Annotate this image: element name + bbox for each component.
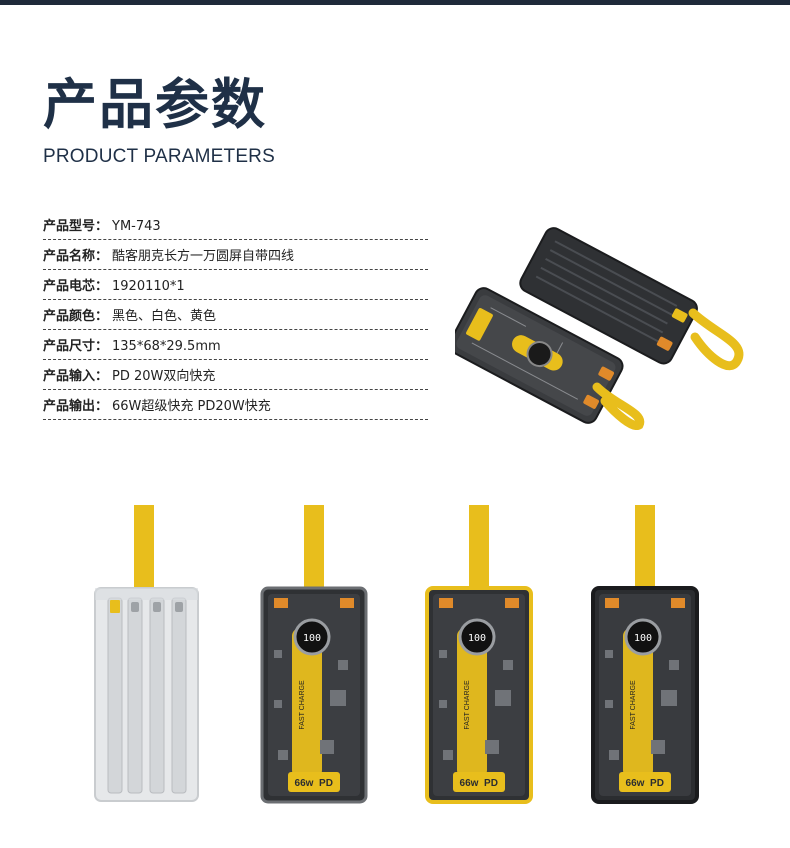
param-label: 产品名称： bbox=[43, 249, 109, 264]
page-title: 产品参数 bbox=[43, 73, 267, 136]
lanyard-back bbox=[688, 308, 744, 371]
badge-pd: PD bbox=[319, 778, 333, 789]
power-bank-front bbox=[455, 287, 624, 424]
variant-transparent: 100 FAST CHARGE 66w PD bbox=[260, 505, 368, 804]
badge-pd: PD bbox=[650, 778, 664, 789]
param-row-output: 产品输出： 66W超级快充 PD20W快充 bbox=[43, 390, 428, 420]
param-value: PD 20W双向快充 bbox=[112, 369, 216, 384]
variant-black: 100 FAST CHARGE 66w PD bbox=[591, 505, 699, 804]
param-label: 产品电芯： bbox=[43, 279, 109, 294]
color-variants: 100 FAST CHARGE 66w PD 100 FAST CHARGE 6… bbox=[0, 500, 790, 830]
param-value: 135*68*29.5mm bbox=[112, 339, 221, 354]
badge-pd: PD bbox=[484, 778, 498, 789]
param-label: 产品输出： bbox=[43, 399, 109, 414]
display-text: 100 bbox=[468, 633, 486, 644]
hero-product-image bbox=[455, 227, 744, 430]
param-row-model: 产品型号： YM-743 bbox=[43, 210, 428, 240]
param-label: 产品型号： bbox=[43, 219, 109, 234]
param-label: 产品尺寸： bbox=[43, 339, 109, 354]
param-row-cell: 产品电芯： 1920110*1 bbox=[43, 270, 428, 300]
variant-yellow: 100 FAST CHARGE 66w PD bbox=[425, 505, 533, 804]
lanyard-front bbox=[592, 382, 645, 430]
fast-charge-text: FAST CHARGE bbox=[464, 680, 471, 730]
lanyard bbox=[304, 505, 324, 597]
badge-66w: 66w bbox=[460, 778, 479, 789]
param-row-name: 产品名称： 酷客朋克长方一万圆屏自带四线 bbox=[43, 240, 428, 270]
param-value: YM-743 bbox=[112, 219, 161, 234]
badge-66w: 66w bbox=[626, 778, 645, 789]
fast-charge-text: FAST CHARGE bbox=[299, 680, 306, 730]
param-row-size: 产品尺寸： 135*68*29.5mm bbox=[43, 330, 428, 360]
parameter-list: 产品型号： YM-743 产品名称： 酷客朋克长方一万圆屏自带四线 产品电芯： … bbox=[43, 210, 428, 420]
display-text: 100 bbox=[303, 633, 321, 644]
param-label: 产品输入： bbox=[43, 369, 109, 384]
param-value: 66W超级快充 PD20W快充 bbox=[112, 399, 271, 414]
badge-66w: 66w bbox=[295, 778, 314, 789]
param-row-input: 产品输入： PD 20W双向快充 bbox=[43, 360, 428, 390]
param-label: 产品颜色： bbox=[43, 309, 109, 324]
display-text: 100 bbox=[634, 633, 652, 644]
lanyard bbox=[134, 505, 154, 597]
param-value: 酷客朋克长方一万圆屏自带四线 bbox=[112, 249, 295, 264]
param-value: 黑色、白色、黄色 bbox=[112, 309, 217, 324]
page-subtitle: PRODUCT PARAMETERS bbox=[43, 146, 275, 167]
power-bank-back bbox=[519, 227, 698, 365]
lanyard bbox=[635, 505, 655, 597]
fast-charge-text: FAST CHARGE bbox=[630, 680, 637, 730]
variant-white bbox=[94, 505, 199, 802]
top-bar bbox=[0, 0, 790, 5]
param-row-color: 产品颜色： 黑色、白色、黄色 bbox=[43, 300, 428, 330]
lanyard bbox=[469, 505, 489, 597]
param-value: 1920110*1 bbox=[112, 279, 185, 294]
